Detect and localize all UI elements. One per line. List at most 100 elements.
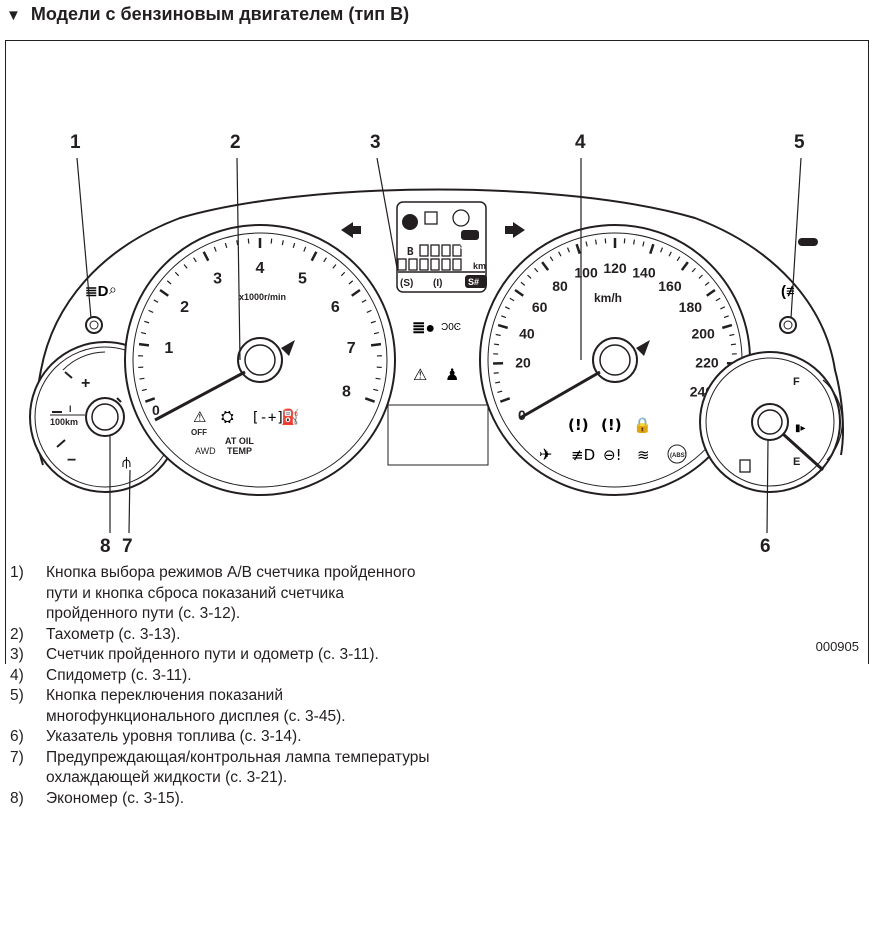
tachometer-tick	[310, 251, 318, 262]
turn-right-arrow-icon	[505, 222, 525, 238]
speedometer-tick	[566, 247, 570, 253]
speedometer-zero: 0	[518, 407, 526, 423]
front-fog-icon: ≣D	[85, 283, 109, 300]
legend-list: 1)Кнопка выбора режимов A/B счетчика про…	[10, 563, 430, 809]
check-engine-icon: ⛭	[221, 407, 234, 426]
battery-icon: [-+]	[251, 410, 285, 426]
segment-digit	[408, 258, 418, 271]
econometer-plus: +	[81, 375, 90, 392]
legend-item-8: 8) Экономер (с. 3-15).	[10, 789, 430, 810]
speedometer-tick	[514, 288, 524, 297]
callout-3: 3	[370, 132, 381, 153]
speedometer-tick	[541, 261, 550, 271]
fuel-full-label: F	[793, 376, 800, 388]
legend-text: Экономер (с. 3-15).	[46, 789, 185, 807]
tachometer-tick	[366, 309, 372, 313]
center-display	[341, 201, 525, 466]
speedometer-tick	[501, 315, 507, 319]
speedometer-tick	[549, 256, 554, 262]
callout-4: 4	[575, 132, 586, 153]
speedometer-tick-label: 140	[632, 265, 656, 281]
speedometer-tick	[720, 306, 726, 310]
brake-warning-icon: (!)	[568, 416, 589, 434]
speedometer-tick	[729, 333, 735, 337]
speedometer-tick-label: 100	[574, 265, 598, 281]
tachometer-tick-label: 4	[256, 260, 265, 277]
display-switch-button	[779, 316, 797, 334]
legend-number: 5)	[10, 687, 24, 704]
segment-digit	[441, 244, 451, 257]
legend-item-3: 3)Счетчик пройденного пути и одометр (с.…	[10, 645, 430, 666]
tachometer-tick	[364, 397, 376, 403]
speedometer-tick	[495, 333, 501, 337]
callout-5: 5	[794, 132, 805, 153]
legend-text: Счетчик пройденного пути и одометр (с. 3…	[46, 646, 379, 663]
speedometer-tick	[680, 261, 689, 271]
tachometer-tick	[166, 280, 172, 285]
tachometer-tick	[141, 388, 147, 392]
speedometer-tick	[676, 256, 681, 262]
segment-digit	[452, 258, 462, 271]
tachometer-tick-label: 3	[213, 270, 222, 287]
tachometer-tick	[174, 271, 180, 277]
odometer-reset-button	[85, 316, 103, 334]
segment-digit	[452, 244, 462, 257]
speedometer-tick	[723, 315, 729, 319]
legend-item-4: 4)Спидометр (с. 3-11).	[10, 666, 430, 687]
speedometer-tick-label: 200	[691, 326, 715, 342]
callout-2: 2	[230, 132, 241, 153]
speedometer-tick-label: 40	[519, 326, 535, 342]
econometer-unit-bottom: 100km	[50, 417, 78, 427]
speedometer-tick	[575, 243, 581, 255]
speedometer-unit: km/h	[594, 291, 622, 305]
section-heading-text: Модели с бензиновым двигателем (тип B)	[30, 4, 410, 24]
tachometer-tick	[292, 242, 296, 248]
tachometer-tick-label: 7	[347, 340, 356, 357]
speedometer-tick	[633, 239, 636, 245]
callout-6: 6	[760, 536, 771, 557]
speedometer-tick	[594, 239, 597, 245]
power-steering-icon: ⊖!	[603, 446, 622, 464]
speedometer-tick-label: 20	[515, 355, 531, 371]
speedometer-tick	[527, 274, 532, 279]
section-heading: ▼Модели с бензиновым двигателем (тип B)	[6, 4, 409, 25]
tachometer-tick	[323, 257, 327, 263]
tachometer-tick	[202, 251, 210, 262]
coolant-temp-icon: ⫛	[122, 453, 131, 471]
tachometer-tick	[159, 288, 169, 297]
econometer-unit-top: l	[69, 404, 72, 414]
tachometer-zero: 0	[152, 402, 160, 418]
callout-8: 8	[100, 536, 111, 557]
fuel-door-icon: ▮▸	[795, 423, 806, 434]
speedometer-tick	[706, 288, 716, 297]
tachometer-tick	[213, 246, 217, 252]
display-km-label: km	[473, 261, 486, 271]
tachometer-tick	[361, 299, 367, 303]
fuel-pump-icon	[739, 459, 751, 473]
fuel-needle	[781, 432, 825, 472]
display-seg-b: B	[407, 245, 414, 258]
segment-digit	[397, 258, 407, 271]
speedometer-tick	[704, 281, 710, 286]
speedometer-tick	[730, 343, 737, 346]
warning-at-oil-label: AT OIL	[225, 436, 254, 446]
econometer-minus: −	[67, 452, 76, 469]
tachometer-tick	[348, 280, 354, 285]
segment-digit	[430, 244, 440, 257]
speedometer-tick-label: 80	[552, 278, 568, 294]
legend-item-6: 6)Указатель уровня топлива (с. 3-14).	[10, 727, 430, 748]
display-set-label: SET	[460, 242, 476, 251]
tachometer-tick	[140, 331, 147, 335]
display-mode-s: (S)	[400, 278, 413, 289]
tachometer-tick-label: 1	[164, 340, 173, 357]
legend-number: 8)	[10, 789, 24, 807]
tachometer-tick	[224, 242, 228, 248]
cluster-housing	[40, 188, 844, 456]
figure-code: 000905	[815, 639, 859, 654]
legend-text: Спидометр (с. 3-11).	[46, 666, 192, 684]
low-coolant-icon: ≋	[637, 446, 650, 464]
warning-temp-label: TEMP	[227, 446, 252, 456]
speedometer-tick-label: 220	[695, 355, 719, 371]
legend-item-2: 2)Тахометр (с. 3-13).	[10, 625, 430, 646]
